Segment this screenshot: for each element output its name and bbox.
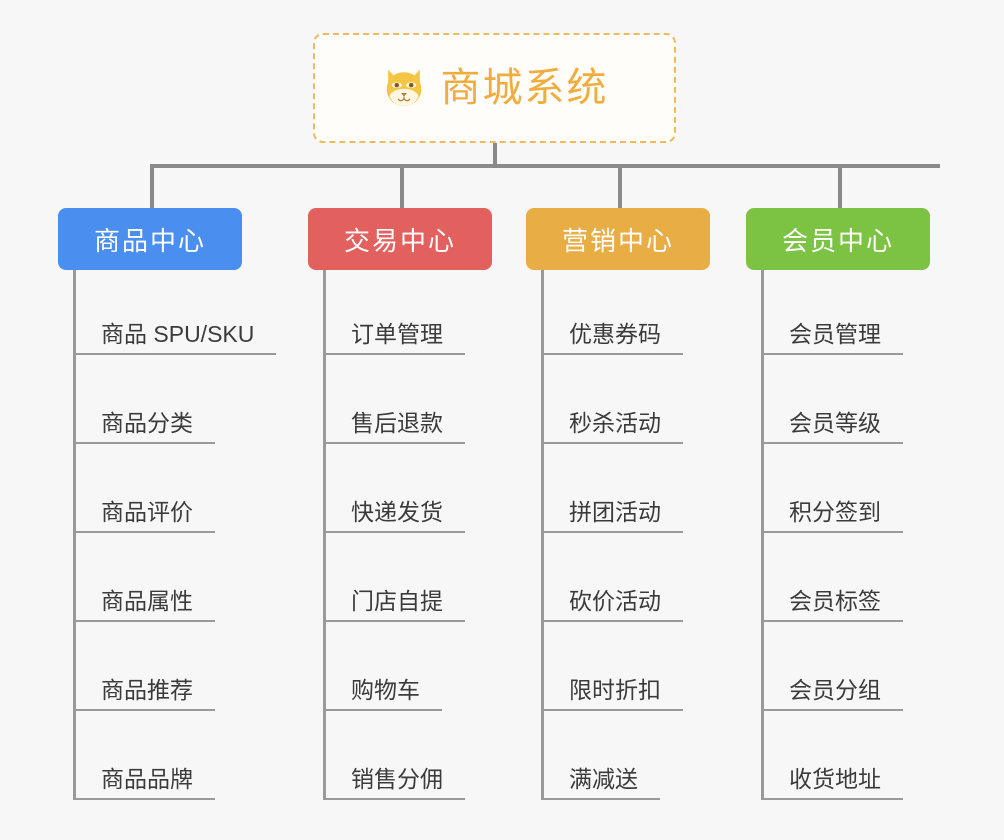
leaf-label: 销售分佣 (323, 766, 465, 800)
leaf-label: 门店自提 (323, 588, 465, 622)
leaf-item[interactable]: 商品属性 (73, 537, 276, 626)
leaf-item[interactable]: 商品品牌 (73, 715, 276, 804)
leaf-label: 订单管理 (323, 321, 465, 355)
horizontal-rail-connector (150, 164, 940, 168)
leaf-label: 商品分类 (73, 410, 215, 444)
branch-column-0: 商品 SPU/SKU 商品分类商品评价商品属性商品推荐商品品牌 (73, 270, 277, 804)
leaf-item[interactable]: 会员标签 (761, 537, 903, 626)
leaf-item[interactable]: 订单管理 (323, 270, 465, 359)
branch-drop-connector-2 (618, 164, 622, 208)
branch-drop-connector-3 (838, 164, 842, 208)
category-label: 会员中心 (781, 225, 894, 256)
leaf-label: 购物车 (323, 677, 442, 711)
leaf-label: 快递发货 (323, 499, 465, 533)
root-stem-connector (493, 143, 497, 166)
branch-drop-connector-0 (150, 164, 154, 208)
leaf-label: 会员等级 (761, 410, 903, 444)
leaf-item[interactable]: 优惠券码 (541, 270, 683, 359)
branch-column-3: 会员管理会员等级积分签到会员标签会员分组收货地址 (761, 270, 903, 804)
branch-spine (761, 270, 764, 800)
leaf-label: 商品评价 (73, 499, 215, 533)
leaf-item[interactable]: 限时折扣 (541, 626, 683, 715)
branch-spine (73, 270, 76, 800)
branch-spine (323, 270, 326, 800)
category-box-1[interactable]: 交易中心 (308, 208, 492, 270)
leaf-item[interactable]: 会员分组 (761, 626, 903, 715)
shiba-dog-face-icon (381, 65, 427, 111)
leaf-item[interactable]: 收货地址 (761, 715, 903, 804)
leaf-item[interactable]: 售后退款 (323, 359, 465, 448)
leaf-item[interactable]: 商品评价 (73, 448, 276, 537)
leaf-label: 商品 SPU/SKU (73, 321, 277, 355)
leaf-label: 会员管理 (761, 321, 903, 355)
leaf-label: 会员分组 (761, 677, 903, 711)
category-box-0[interactable]: 商品中心 (58, 208, 242, 270)
leaf-label: 收货地址 (761, 766, 903, 800)
leaf-item[interactable]: 积分签到 (761, 448, 903, 537)
leaf-label: 会员标签 (761, 588, 903, 622)
root-title: 商城系统 (440, 66, 609, 110)
leaf-label: 拼团活动 (541, 499, 683, 533)
leaf-item[interactable]: 砍价活动 (541, 537, 683, 626)
leaf-item[interactable]: 会员等级 (761, 359, 903, 448)
leaf-item[interactable]: 满减送 (541, 715, 683, 804)
branch-drop-connector-1 (400, 164, 404, 208)
leaf-label: 满减送 (541, 766, 660, 800)
leaf-label: 积分签到 (761, 499, 903, 533)
leaf-item[interactable]: 快递发货 (323, 448, 465, 537)
leaf-label: 售后退款 (323, 410, 465, 444)
branch-column-2: 优惠券码秒杀活动拼团活动砍价活动限时折扣满减送 (541, 270, 683, 804)
category-box-2[interactable]: 营销中心 (526, 208, 710, 270)
leaf-label: 商品推荐 (73, 677, 215, 711)
leaf-item[interactable]: 商品 SPU/SKU (73, 270, 277, 359)
leaf-item[interactable]: 会员管理 (761, 270, 903, 359)
leaf-item[interactable]: 销售分佣 (323, 715, 465, 804)
leaf-item[interactable]: 门店自提 (323, 537, 465, 626)
root-node[interactable]: 商城系统 (313, 33, 676, 143)
leaf-item[interactable]: 购物车 (323, 626, 465, 715)
category-label: 交易中心 (343, 225, 456, 256)
leaf-label: 砍价活动 (541, 588, 683, 622)
leaf-label: 商品品牌 (73, 766, 215, 800)
leaf-label: 限时折扣 (541, 677, 683, 711)
category-label: 营销中心 (561, 225, 674, 256)
category-label: 商品中心 (93, 225, 206, 256)
branch-spine (541, 270, 544, 800)
leaf-item[interactable]: 拼团活动 (541, 448, 683, 537)
leaf-item[interactable]: 商品推荐 (73, 626, 276, 715)
leaf-item[interactable]: 秒杀活动 (541, 359, 683, 448)
category-box-3[interactable]: 会员中心 (746, 208, 930, 270)
branch-column-1: 订单管理售后退款快递发货门店自提购物车销售分佣 (323, 270, 465, 804)
leaf-label: 秒杀活动 (541, 410, 683, 444)
leaf-label: 优惠券码 (541, 321, 683, 355)
leaf-label: 商品属性 (73, 588, 215, 622)
leaf-item[interactable]: 商品分类 (73, 359, 276, 448)
